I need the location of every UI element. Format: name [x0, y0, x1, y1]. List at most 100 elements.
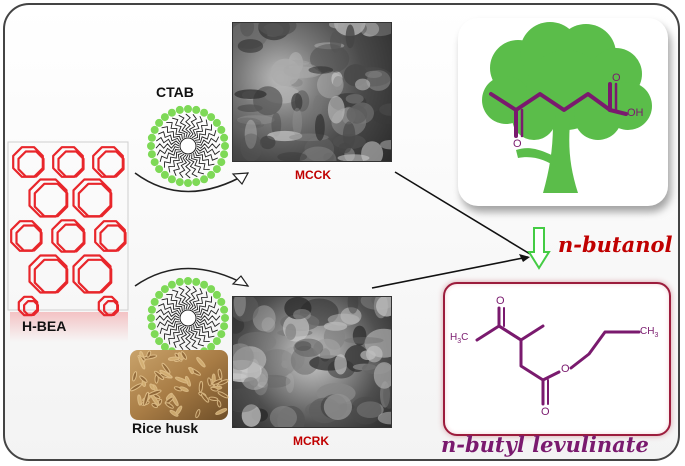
sem-particle [327, 95, 345, 124]
surfactant-tail [158, 131, 181, 143]
husk-grain [151, 402, 159, 409]
husk-grain [154, 370, 165, 381]
sem-particle [323, 393, 352, 420]
surfactant-tail [173, 153, 185, 176]
surfactant-tail [196, 301, 217, 315]
surfactant-tail [196, 129, 217, 143]
surfactant-tail [161, 126, 182, 141]
surfactant-head [192, 105, 201, 114]
husk-grain [188, 367, 195, 375]
surfactant-tail [161, 298, 182, 313]
sem-particle [244, 119, 257, 149]
surfactant-tail [191, 326, 205, 347]
sem-particle [338, 142, 351, 154]
surfactant-head [155, 165, 164, 174]
husk-grain [143, 391, 150, 407]
surfactant-head [184, 277, 192, 285]
surfactant-head [200, 108, 209, 117]
zeolite-cage [97, 150, 125, 178]
zeolite-cage [77, 258, 113, 294]
mcck-label: MCCK [295, 168, 331, 182]
sem-particle [376, 297, 391, 317]
husk-grain [174, 376, 189, 384]
surfactant-head [212, 337, 221, 346]
surfactant-tail [178, 154, 188, 178]
surfactant-tail [188, 286, 198, 310]
surfactant-head [147, 314, 155, 322]
surfactant-tail [193, 152, 210, 171]
surfactant-tail [196, 318, 220, 328]
surfactant-tail [194, 124, 213, 141]
sem-particle [270, 58, 300, 86]
surfactant-head [175, 277, 184, 286]
surfactant-head [217, 297, 226, 306]
hbea-framework [7, 141, 129, 317]
husk-grain [165, 402, 174, 409]
husk-grain [195, 409, 201, 419]
husk-grain [208, 396, 219, 402]
sem-particle [356, 401, 384, 418]
husk-grain [210, 386, 219, 392]
sem-particle [233, 297, 246, 317]
zeolite-cage [56, 223, 86, 253]
surfactant-tail [178, 326, 188, 350]
husk-grain [179, 386, 189, 392]
surfactant-head [220, 150, 229, 159]
surfactant-tail [156, 136, 180, 146]
husk-grain [207, 377, 212, 387]
surfactant-tail [195, 321, 218, 333]
surfactant-tail [196, 143, 221, 149]
zeolite-cage [77, 182, 113, 218]
surfactant-head [155, 290, 164, 299]
sem-particle [313, 95, 323, 116]
sem-particle [333, 76, 344, 91]
ketone-o: O [513, 138, 522, 150]
surfactant-tail [188, 154, 198, 178]
surfactant-tail [166, 293, 183, 312]
sem-particle [293, 309, 311, 321]
surfactant-head [155, 337, 164, 346]
surfactant-head [200, 175, 209, 184]
sem-particle [345, 94, 364, 104]
surfactant-tail [185, 285, 191, 310]
levulinic-acid-structure [489, 82, 628, 138]
sem-particle [355, 78, 371, 91]
sem-particle [259, 349, 296, 378]
surfactant-head [217, 125, 226, 134]
surfactant-tail [196, 136, 220, 146]
sem-particle [346, 105, 368, 124]
surfactant-tail [195, 149, 218, 161]
surfactant-head [160, 285, 169, 294]
surfactant-head [220, 305, 229, 314]
sem-particle [299, 146, 337, 161]
mcrk-micrograph [232, 296, 392, 428]
surfactant-tail [194, 296, 213, 313]
sem-particle [323, 321, 348, 331]
sem-particle [330, 31, 342, 53]
surfactant-tail [193, 324, 210, 343]
sem-particle [234, 89, 267, 99]
surfactant-head [192, 178, 201, 187]
husk-grain [177, 352, 183, 361]
surfactant-head [192, 277, 201, 286]
zeolite-cage [33, 182, 69, 218]
sem-particle [243, 377, 258, 389]
husk-grain [161, 362, 171, 374]
husk-grain [216, 400, 222, 408]
sem-particle [380, 140, 391, 150]
sem-particle [304, 136, 335, 161]
husk-grain [196, 356, 206, 368]
surfactant-tail [178, 114, 188, 138]
surfactant-tail [163, 151, 182, 168]
sem-particle [377, 411, 391, 425]
husk-grain [137, 394, 142, 406]
surfactant-tail [159, 149, 180, 163]
ctab-label: CTAB [156, 84, 194, 100]
sem-particle [337, 154, 370, 161]
surfactant-head [150, 330, 159, 339]
micelle-core [179, 137, 197, 155]
husk-grain [215, 408, 228, 415]
acid-oh: OH [627, 107, 644, 119]
ester-ring-o: O [561, 363, 570, 375]
zeolite-cage [15, 224, 43, 252]
